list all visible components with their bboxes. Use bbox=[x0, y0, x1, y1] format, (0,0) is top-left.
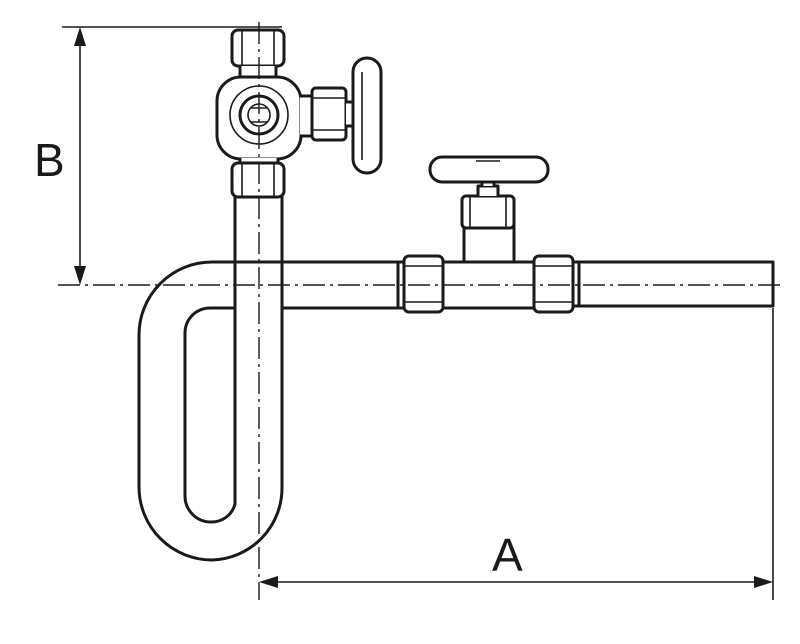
center-lines bbox=[58, 22, 785, 600]
dimension-a-label: A bbox=[492, 529, 523, 581]
gauge-connector-bottom bbox=[230, 158, 286, 199]
pipe-fitting-right bbox=[532, 254, 581, 314]
gauge-valve-handle bbox=[300, 56, 383, 175]
horizontal-pipe bbox=[280, 260, 775, 310]
inline-needle-valve bbox=[428, 155, 550, 264]
pipe-fitting-left bbox=[396, 254, 445, 314]
siphon-tube bbox=[137, 194, 288, 562]
dimension-a bbox=[259, 308, 774, 600]
dimension-b bbox=[62, 26, 282, 285]
gauge-connector-top bbox=[230, 28, 286, 80]
dimension-b-label: B bbox=[34, 134, 65, 186]
